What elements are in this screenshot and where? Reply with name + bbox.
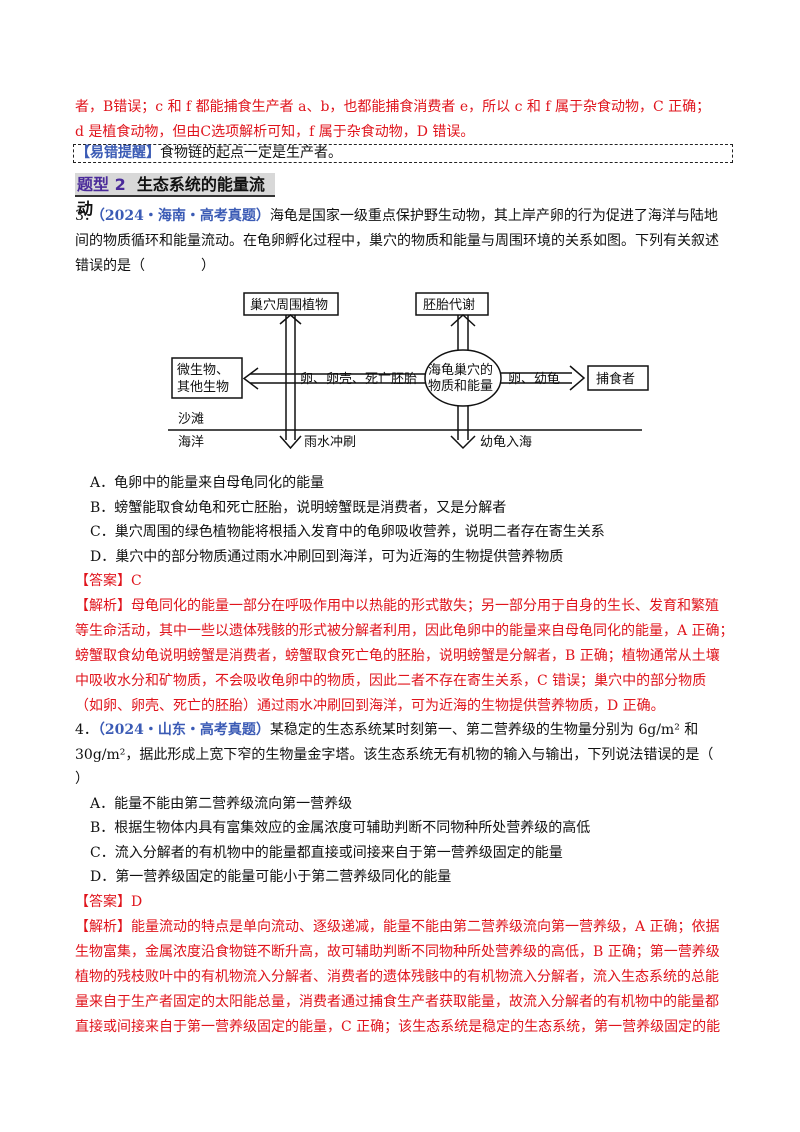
arrowhead-left — [242, 367, 259, 390]
box-embryo — [415, 292, 489, 316]
tip-content: 食物链的起点一定是生产者。 — [160, 145, 342, 161]
q4-analysis-line-1: 【解析】能量流动的特点是单向流动、逐级递减，能量不能由第二营养级流向第一营养级，… — [75, 917, 735, 937]
q4-stem-line-1: 4．（2024・山东・高考真题）某稳定的生态系统某时刻第一、第二营养级的生物量分… — [75, 720, 735, 740]
q3-answer-value: C — [131, 573, 142, 589]
q4-source: （2024・山东・高考真题） — [97, 722, 270, 738]
q4-analysis-line-3: 植物的残枝败叶中的有机物流入分解者、消费者的遗体残骸中的有机物流入分解者，流入生… — [75, 969, 719, 985]
q4-analysis-line-2: 生物富集，金属浓度沿食物链不断升高，故可辅助判断不同物种所处营养级的高低，B 正… — [75, 944, 720, 960]
q3-analysis-line-5: （如卵、卵壳、死亡的胚胎）通过雨水冲刷回到海洋，可为近海的生物提供营养物质，D … — [75, 698, 665, 714]
arrowhead-down-left — [279, 435, 302, 450]
q4-stem-line-3: ） — [75, 771, 89, 787]
box-predator — [587, 365, 649, 391]
label-nest-1: 海龟巢穴的 — [428, 362, 493, 378]
q3-analysis-label: 【解析】 — [75, 598, 131, 614]
q3-stem-1: 海龟是国家一级重点保护野生动物，其上岸产卵的行为促进了海洋与陆地 — [269, 208, 718, 224]
q3-answer: 【答案】C — [75, 571, 735, 591]
q4-analysis-line-4: 量来自于生产者固定的太阳能总量，消费者通过捕食生产者获取能量，故流入分解者的有机… — [75, 994, 719, 1010]
q4-analysis-label: 【解析】 — [75, 919, 131, 935]
q4-answer-label: 【答案】 — [75, 894, 131, 910]
tip-text: 【易错提醒】食物链的起点一定是生产者。 — [76, 143, 342, 163]
box-microbes — [171, 357, 243, 399]
q3-stem-line-2: 间的物质循环和能量流动。在龟卵孵化过程中，巢穴的物质和能量与周围环境的关系如图。… — [75, 233, 719, 249]
arrowhead-up-right — [450, 313, 476, 327]
q3-stem-line-1: 3．（2024・海南・高考真题）海龟是国家一级重点保护野生动物，其上岸产卵的行为… — [75, 206, 735, 226]
label-predator: 捕食者 — [596, 371, 635, 387]
q3-option-c: C．巢穴周围的绿色植物能将根插入发育中的龟卵吸收营养，说明二者存在寄生关系 — [90, 524, 605, 540]
label-nest-2: 物质和能量 — [428, 379, 493, 394]
q3-stem-line-3: 错误的是（ ） — [75, 258, 215, 274]
prev-analysis-line-1: 者，B错误；c 和 f 都能捕食生产者 a、b，也都能捕食消费者 e，所以 c … — [75, 99, 711, 115]
prev-analysis-line-2: d 是植食动物，但由C选项解析可知，f 属于杂食动物，D 错误。 — [75, 124, 475, 140]
label-plants: 巢穴周围植物 — [250, 298, 328, 313]
q3-option-b: B．螃蟹能取食幼龟和死亡胚胎，说明螃蟹既是消费者，又是分解者 — [90, 500, 507, 516]
q3-analysis-line-2: 等生命活动，其中一些以遗体残骸的形式被分解者利用，因此龟卵中的能量来自母龟同化的… — [75, 623, 734, 639]
nest-energy-diagram: 巢穴周围植物 胚胎代谢 微生物、 其他生物 卵、卵壳、死亡胚胎 海龟巢穴的 物质… — [168, 292, 649, 450]
q3-answer-label: 【答案】 — [75, 573, 131, 589]
q4-stem-line-2: 30g/m²，据此形成上宽下窄的生物量金字塔。该生态系统无有机物的输入与输出，下… — [75, 747, 714, 763]
section-name: 生态系统的能量流动 — [77, 175, 265, 218]
label-microbes-2: 其他生物 — [177, 380, 229, 395]
q4-option-c: C．流入分解者的有机物中的能量都直接或间接来自于第一营养级固定的能量 — [90, 845, 563, 861]
q3-analysis-text-1: 母龟同化的能量一部分在呼吸作用中以热能的形式散失；另一部分用于自身的生长、发育和… — [131, 598, 719, 614]
tip-label: 【易错提醒】 — [76, 145, 160, 161]
label-microbes-1: 微生物、 — [177, 363, 229, 378]
section-title: 题型 2 生态系统的能量流动 — [75, 173, 275, 218]
section-number: 题型 2 — [77, 175, 126, 194]
arrowhead-down-right — [450, 435, 476, 450]
q3-analysis-line-1: 【解析】母龟同化的能量一部分在呼吸作用中以热能的形式散失；另一部分用于自身的生长… — [75, 596, 735, 616]
q3-analysis-line-4: 中吸收水分和矿物质，不会吸收龟卵中的物质，因此二者不存在寄生关系，C 错误；巢穴… — [75, 673, 707, 689]
label-ocean: 海洋 — [178, 435, 204, 450]
q3-number: 3． — [75, 208, 98, 224]
q3-analysis-line-3: 螃蟹取食幼龟说明螃蟹是消费者，螃蟹取食死亡龟的胚胎，说明螃蟹是分解者，B 正确；… — [75, 648, 720, 664]
label-rain: 雨水冲刷 — [304, 435, 356, 450]
q4-stem-1: 某稳定的生态系统某时刻第一、第二营养级的生物量分别为 6g/m² 和 — [269, 722, 699, 738]
tip-box — [73, 144, 733, 163]
label-sea: 幼龟入海 — [480, 435, 532, 450]
q4-answer-value: D — [131, 894, 143, 910]
q4-number: 4． — [75, 722, 98, 738]
q4-option-a: A．能量不能由第二营养级流向第一营养级 — [90, 796, 353, 812]
q3-source: （2024・海南・高考真题） — [97, 208, 270, 224]
label-beach: 沙滩 — [178, 412, 204, 427]
nest-ellipse — [424, 349, 502, 407]
label-eggs: 卵、卵壳、死亡胚胎 — [300, 372, 417, 387]
q3-option-d: D．巢穴中的部分物质通过雨水冲刷回到海洋，可为近海的生物提供营养物质 — [90, 549, 564, 565]
label-embryo: 胚胎代谢 — [423, 297, 475, 313]
q4-analysis-text-1: 能量流动的特点是单向流动、逐级递减，能量不能由第二营养级流向第一营养级，A 正确… — [131, 919, 720, 935]
q4-answer: 【答案】D — [75, 892, 735, 912]
q4-option-b: B．根据生物体内具有富集效应的金属浓度可辅助判断不同物种所处营养级的高低 — [90, 820, 591, 836]
label-eggs-young: 卵、幼龟 — [508, 372, 560, 387]
q4-option-d: D．第一营养级固定的能量可能小于第二营养级同化的能量 — [90, 869, 452, 885]
arrowhead-right — [569, 365, 586, 391]
arrowhead-up-left — [279, 314, 302, 325]
q4-analysis-line-5: 直接或间接来自于第一营养级固定的能量，C 正确；该生态系统是稳定的生态系统，第一… — [75, 1019, 721, 1035]
q3-option-a: A．龟卵中的能量来自母龟同化的能量 — [90, 475, 325, 491]
